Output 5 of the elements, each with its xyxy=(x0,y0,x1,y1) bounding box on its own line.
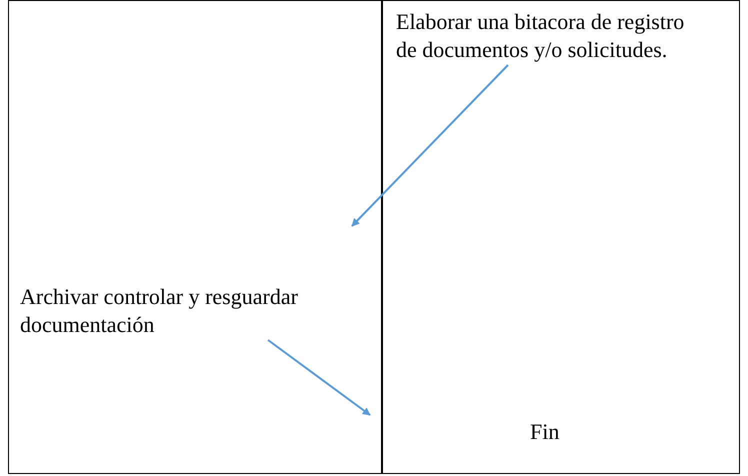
arrow xyxy=(267,339,371,416)
step-text: Elaborar una bitacora de registro de documentos y/o solicitudes. xyxy=(396,8,686,64)
end-label: Fin xyxy=(530,418,560,446)
step-text: Archivar controlar y resguardar documentación xyxy=(20,283,299,339)
arrow xyxy=(351,64,509,227)
